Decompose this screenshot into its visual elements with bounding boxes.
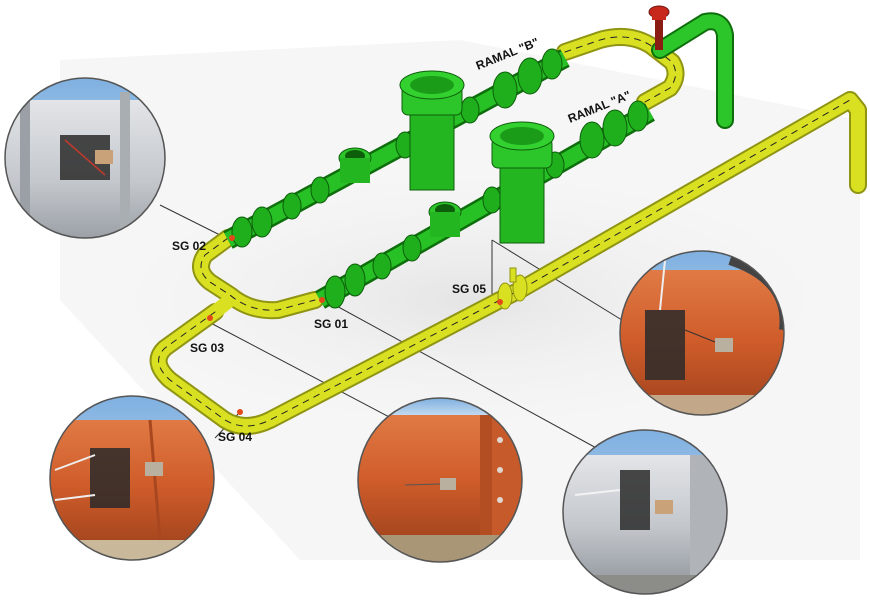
- label-sg01: SG 01: [314, 317, 348, 331]
- leader-sg01: [321, 297, 601, 451]
- marker-sg04: [237, 409, 243, 415]
- label-sg04: SG 04: [218, 430, 252, 444]
- photo-sg01: [562, 429, 728, 595]
- gauge-markers: [207, 235, 503, 415]
- marker-sg02: [229, 235, 235, 241]
- ramal-a-equipment: [315, 100, 655, 309]
- ramal-b-equipment: [223, 48, 570, 249]
- red-valve: [648, 5, 670, 50]
- photo-sg04: [49, 395, 215, 561]
- label-sg02: SG 02: [172, 239, 206, 253]
- leader-sg03: [204, 319, 396, 421]
- photo-sg05: [619, 250, 785, 416]
- leader-sg05: [491, 239, 631, 326]
- marker-sg01: [319, 297, 325, 303]
- photo-sg02: [4, 77, 166, 239]
- photo-sg03: [357, 397, 523, 563]
- marker-sg03: [207, 315, 213, 321]
- label-sg05: SG 05: [452, 282, 486, 296]
- label-sg03: SG 03: [190, 341, 224, 355]
- green-riser-top: [651, 12, 734, 129]
- marker-sg05: [497, 299, 503, 305]
